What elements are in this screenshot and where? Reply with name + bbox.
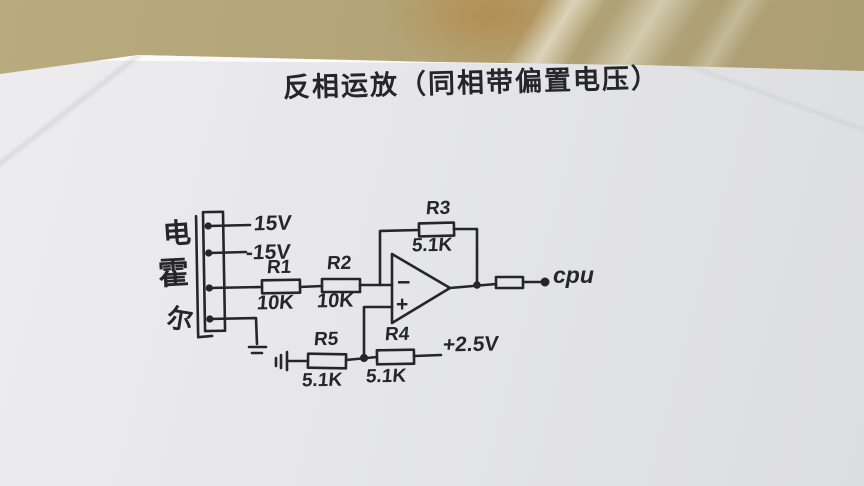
resistor-r5-value: 5.1K: [301, 369, 344, 392]
resistor-r3-name: R3: [425, 197, 452, 220]
wire-plus-input: [362, 305, 394, 360]
resistor-r2-name: R2: [326, 252, 353, 275]
opamp-noninverting-input-sign: +: [396, 293, 409, 316]
wire-pin4-ground: [207, 316, 259, 346]
resistor-r4-body: [375, 348, 416, 366]
resistor-r5-name: R5: [313, 328, 340, 351]
opamp-triangle: [390, 252, 452, 325]
sensor-label-char2: 霍: [157, 255, 190, 292]
cpu-output-label: cpu: [553, 262, 594, 288]
resistor-r4-name: R4: [384, 323, 411, 346]
connector-body: [201, 210, 227, 333]
output-series-resistor-body: [494, 275, 525, 290]
supply-pos-label: 15V: [252, 211, 293, 236]
resistor-r1-value: 10K: [256, 291, 295, 315]
connector-outer-line: [194, 214, 214, 339]
resistor-r3-value: 5.1K: [411, 234, 454, 257]
wire-pin2-neg15v: [207, 250, 248, 255]
wire-pin3-signal: [207, 285, 264, 290]
opamp-inverting-input-sign: −: [397, 269, 411, 295]
junction-dot-bias: [359, 353, 369, 363]
resistor-r2-value: 10K: [316, 289, 355, 313]
wire-r4-bias: [412, 353, 443, 358]
wire-feedback-left: [378, 228, 421, 287]
resistor-r5-body: [306, 352, 348, 370]
wire-opamp-output: [448, 282, 498, 290]
resistor-r1-name: R1: [266, 256, 293, 279]
wire-r1-r2: [298, 284, 324, 289]
resistor-r4-value: 5.1K: [365, 365, 408, 388]
wire-feedback-right: [452, 227, 479, 286]
output-terminal-dot: [540, 277, 550, 287]
wire-pin1-15v: [207, 223, 252, 228]
junction-dot-output: [473, 281, 481, 289]
bias-voltage-label: +2.5V: [441, 332, 500, 357]
sensor-label-char1: 电: [161, 217, 193, 250]
sensor-label-char3: 尔: [164, 302, 196, 336]
